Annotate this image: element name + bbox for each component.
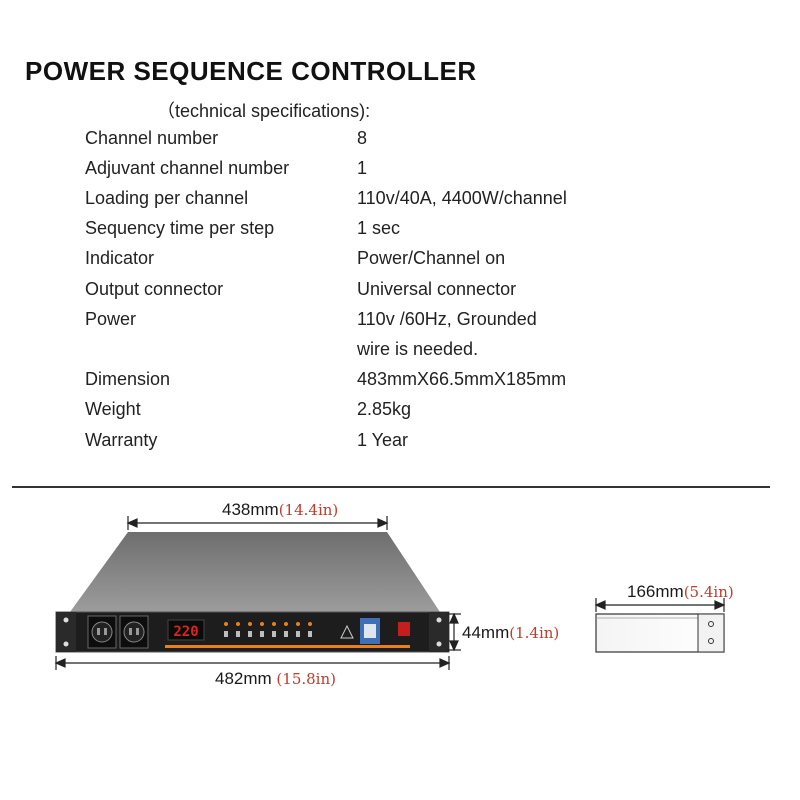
spec-value: Universal connector bbox=[357, 279, 517, 299]
spec-label: Output connector bbox=[85, 279, 224, 299]
channel-buttons bbox=[224, 631, 312, 637]
front-width-dimension bbox=[54, 656, 451, 670]
channel-indicators bbox=[224, 622, 312, 626]
specs-subtitle: （technical specifications): bbox=[157, 101, 371, 121]
device-side-view bbox=[595, 613, 725, 653]
spec-label: Dimension bbox=[85, 369, 171, 389]
spec-value: 1 sec bbox=[357, 218, 401, 238]
spec-value: 110v/40A, 4400W/channel bbox=[357, 188, 567, 208]
led-display: 220 bbox=[173, 624, 198, 640]
spec-label: Channel number bbox=[85, 128, 219, 148]
spec-value: 483mmX66.5mmX185mm bbox=[357, 369, 567, 389]
spec-label: Weight bbox=[85, 399, 141, 419]
socket-icon bbox=[87, 615, 117, 649]
section-divider bbox=[12, 486, 770, 488]
power-switch-icon bbox=[398, 622, 410, 636]
spec-value: 110v /60Hz, Grounded bbox=[357, 309, 537, 329]
warning-icon bbox=[340, 624, 354, 639]
page-title: POWER SEQUENCE CONTROLLER bbox=[25, 56, 477, 86]
depth-label: 166mm(5.4in) bbox=[627, 582, 734, 601]
spec-label: Warranty bbox=[85, 430, 158, 450]
front-width-label: 482mm (15.8in) bbox=[215, 669, 336, 688]
socket-icon bbox=[119, 615, 149, 649]
spec-value: 1 Year bbox=[357, 430, 409, 450]
device-front-panel: 220 bbox=[55, 611, 450, 653]
device-top-cover bbox=[70, 532, 440, 612]
height-label: 44mm(1.4in) bbox=[462, 623, 560, 642]
spec-value: 8 bbox=[357, 128, 368, 148]
spec-value: 2.85kg bbox=[357, 399, 412, 419]
height-dimension bbox=[447, 612, 461, 652]
top-width-label: 438mm(14.4in) bbox=[222, 500, 339, 519]
spec-label: Adjuvant channel number bbox=[85, 158, 290, 178]
depth-dimension bbox=[594, 598, 726, 612]
spec-label: Sequency time per step bbox=[85, 218, 275, 238]
spec-label: Power bbox=[85, 309, 137, 329]
spec-label: Indicator bbox=[85, 248, 155, 268]
spec-label: Loading per channel bbox=[85, 188, 249, 208]
spec-value: wire is needed. bbox=[357, 339, 479, 359]
top-width-dimension bbox=[126, 516, 389, 530]
spec-value: 1 bbox=[357, 158, 368, 178]
spec-value: Power/Channel on bbox=[357, 248, 506, 268]
